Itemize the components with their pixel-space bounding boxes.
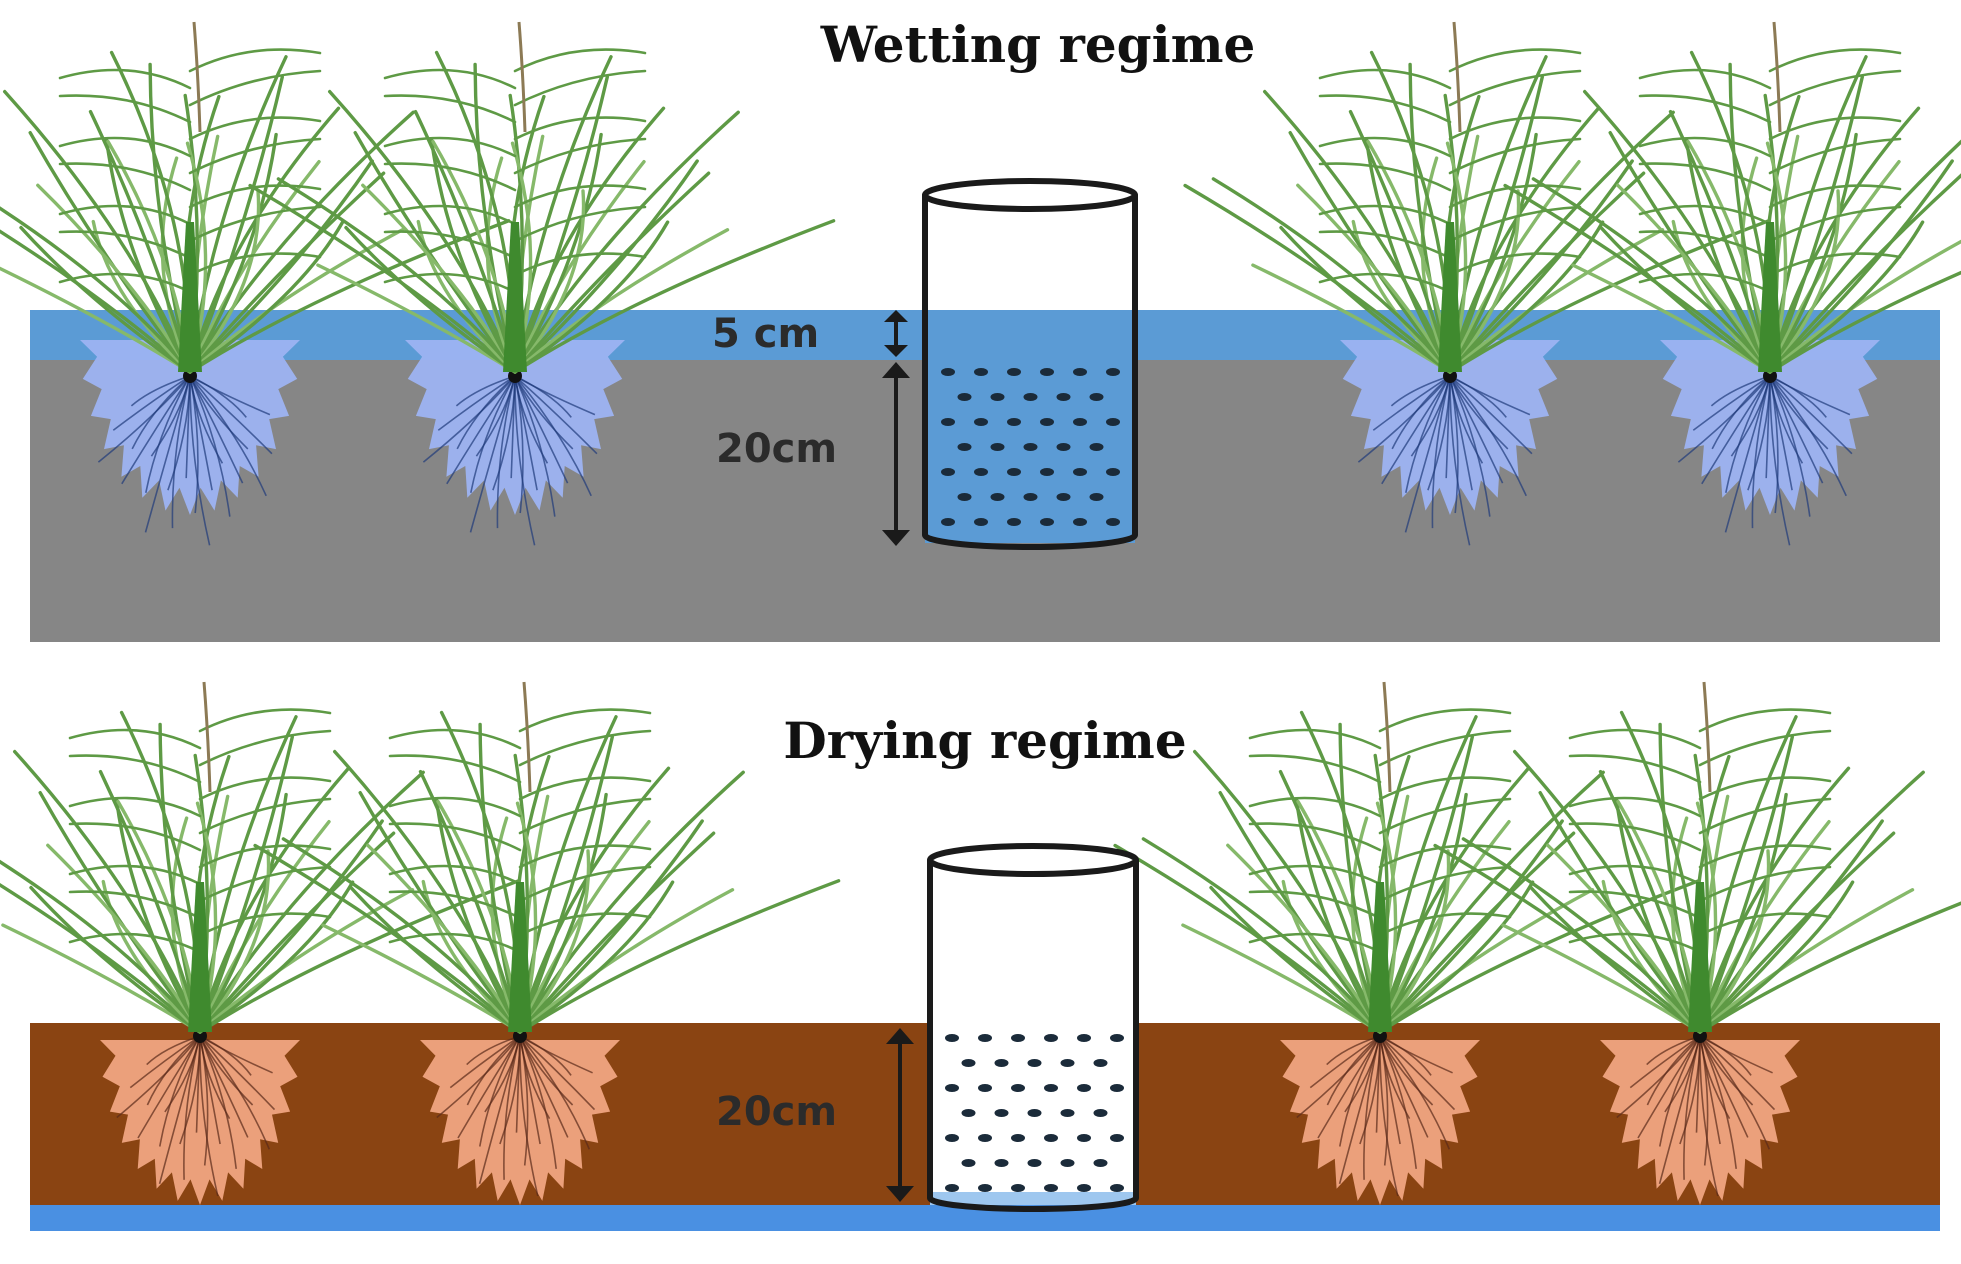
rice-plant-icon — [253, 681, 841, 1205]
wet-plants — [0, 21, 1961, 546]
rice-plant-icon — [1183, 21, 1771, 546]
water-tube-icon — [922, 178, 1138, 550]
rice-plant-icon — [1113, 681, 1701, 1205]
water-tube-icon — [927, 843, 1139, 1212]
dimension-arrow-icon — [886, 1028, 914, 1202]
wetting-title: Wetting regime — [820, 15, 1256, 74]
rice-plant-icon — [1433, 681, 1961, 1205]
dry-plants — [0, 681, 1961, 1205]
tube-perforations — [941, 368, 1120, 526]
drying-panel: 20cm Drying regime — [0, 681, 1961, 1231]
rice-plant-icon — [0, 21, 511, 546]
dimension-arrow-icon — [882, 310, 910, 546]
wetting-panel: 5 cm 20cm Wetting regime — [0, 15, 1961, 642]
tube-perforations — [945, 1034, 1124, 1192]
rice-plant-icon — [0, 681, 521, 1205]
rice-plant-icon — [248, 21, 836, 546]
dry-depth-label: 20cm — [716, 1089, 837, 1135]
water-depth-label: 5 cm — [712, 311, 819, 357]
drying-title: Drying regime — [783, 711, 1186, 770]
rice-plant-icon — [1503, 21, 1961, 546]
wet-depth-label: 20cm — [716, 426, 837, 472]
